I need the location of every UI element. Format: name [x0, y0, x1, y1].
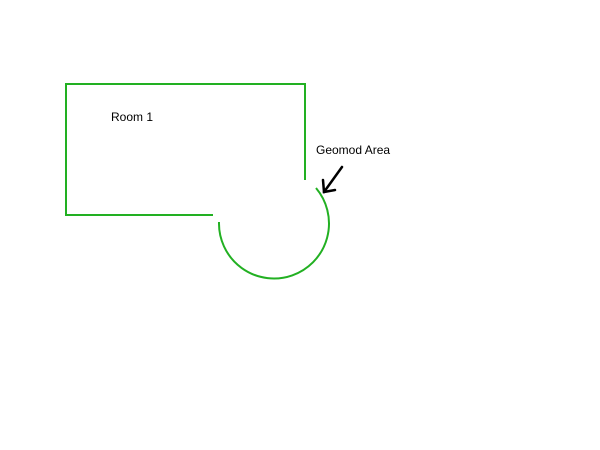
geomod-area-arc	[217, 187, 330, 280]
room-1-label: Room 1	[111, 110, 153, 124]
room-1-walls	[65, 83, 306, 216]
geomod-area-label: Geomod Area	[316, 143, 390, 157]
pointer-arrow-icon	[321, 165, 344, 194]
